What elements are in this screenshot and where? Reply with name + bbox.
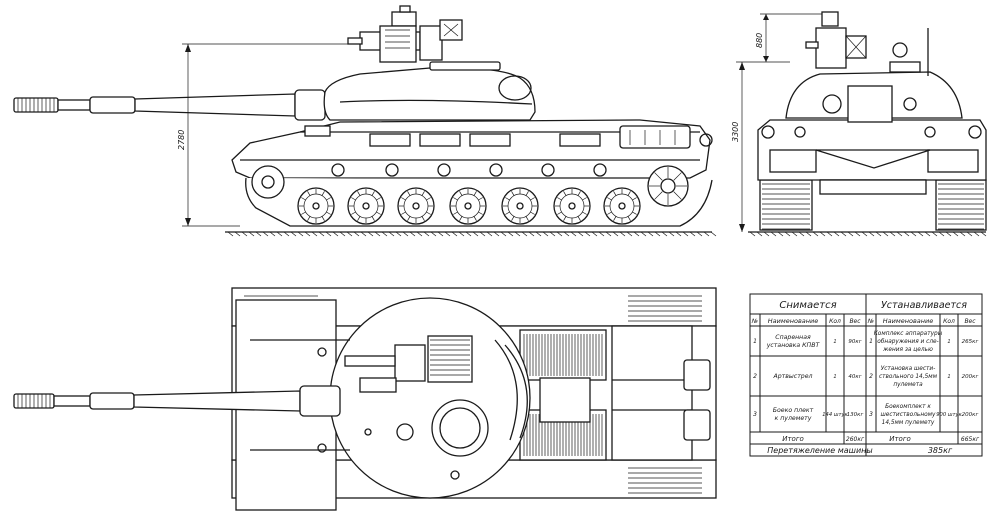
col-qty-removed: Кол — [829, 318, 841, 325]
col-name-removed: Наименование — [768, 317, 819, 325]
turret-top-dimension: 880 — [755, 33, 764, 48]
row-no: 3 — [753, 411, 757, 418]
installed-weight: 200кг — [962, 374, 979, 380]
height-front-dimension: 3300 — [731, 122, 740, 142]
col-qty-installed: Кол — [943, 318, 955, 325]
return-roller — [331, 163, 345, 177]
return-roller — [593, 163, 607, 177]
gun-barrel-side — [13, 89, 326, 121]
overload-value: 385кг — [928, 446, 953, 455]
row-no: 2 — [753, 373, 757, 380]
road-wheel — [347, 187, 385, 225]
removed-name: Спаренная — [775, 334, 811, 341]
road-wheel — [501, 187, 539, 225]
ground-hatch-front — [749, 231, 987, 237]
installed-header: Устанавливается — [881, 300, 967, 311]
installed-row-no: 3 — [869, 411, 873, 418]
return-roller — [541, 163, 555, 177]
removed-header: Снимается — [779, 300, 836, 311]
removed-qty: 1 — [833, 339, 836, 345]
return-roller — [385, 163, 399, 177]
removed-name: к пулемету — [775, 415, 812, 422]
ground-hatch — [227, 231, 717, 237]
equipment-table: Снимается Устанавливается № Наименование… — [749, 293, 983, 457]
row-no: 1 — [753, 338, 757, 345]
installed-qty: 1 — [947, 374, 950, 380]
installed-weight: 200кг — [962, 412, 979, 418]
road-wheel — [397, 187, 435, 225]
removed-name: установка КПВТ — [766, 342, 821, 349]
removed-weight: 90кг — [848, 339, 861, 345]
road-wheel — [553, 187, 591, 225]
installed-name: ствольного 14,5мм — [879, 374, 938, 380]
total-label-installed: Итого — [889, 435, 911, 443]
road-wheel — [297, 187, 335, 225]
side-view: 2780 — [13, 5, 717, 237]
removed-name: Артвыстрел — [773, 373, 813, 380]
installed-name: пулемета — [893, 382, 923, 388]
installed-name: Боекомплект к — [885, 404, 931, 410]
top-view — [13, 287, 717, 511]
height-side-dimension: 2780 — [177, 130, 186, 150]
installed-name: Установка шести- — [881, 366, 936, 372]
total-removed: 260кг — [846, 436, 865, 443]
overload-label: Перетяжеление машины — [767, 446, 872, 455]
installed-name: Комплекс аппаратуры — [874, 331, 943, 337]
installed-weight: 265кг — [962, 339, 979, 345]
return-roller — [489, 163, 503, 177]
removed-weight: 130кг — [847, 412, 864, 418]
installed-qty: 900 штук — [936, 412, 962, 418]
front-view: 880 3300 — [731, 11, 987, 237]
col-no-installed: № — [867, 318, 874, 325]
col-weight-removed: Вес — [849, 318, 861, 325]
road-wheels — [297, 187, 641, 225]
total-installed: 665кг — [961, 436, 980, 443]
installed-name: обнаружения и сле- — [877, 339, 938, 345]
return-rollers — [331, 163, 607, 177]
installed-row-no: 2 — [869, 373, 873, 380]
removed-qty: 1 — [833, 374, 836, 380]
installed-name: жения за целью — [882, 347, 933, 353]
installed-name: 14,5мм пулемету — [882, 420, 935, 426]
installed-row-no: 1 — [869, 338, 873, 345]
col-name-installed: Наименование — [883, 317, 934, 325]
installed-qty: 1 — [947, 339, 950, 345]
col-no-removed: № — [751, 318, 758, 325]
col-weight-installed: Вес — [964, 318, 976, 325]
road-wheel — [603, 187, 641, 225]
removed-name: Боеко плект — [773, 407, 814, 414]
removed-qty: 144 штук — [822, 412, 848, 418]
removed-weight: 40кг — [848, 374, 861, 380]
return-roller — [437, 163, 451, 177]
installed-name: шестиствольному — [881, 412, 937, 418]
road-wheel — [449, 187, 487, 225]
total-label-removed: Итого — [782, 435, 804, 443]
